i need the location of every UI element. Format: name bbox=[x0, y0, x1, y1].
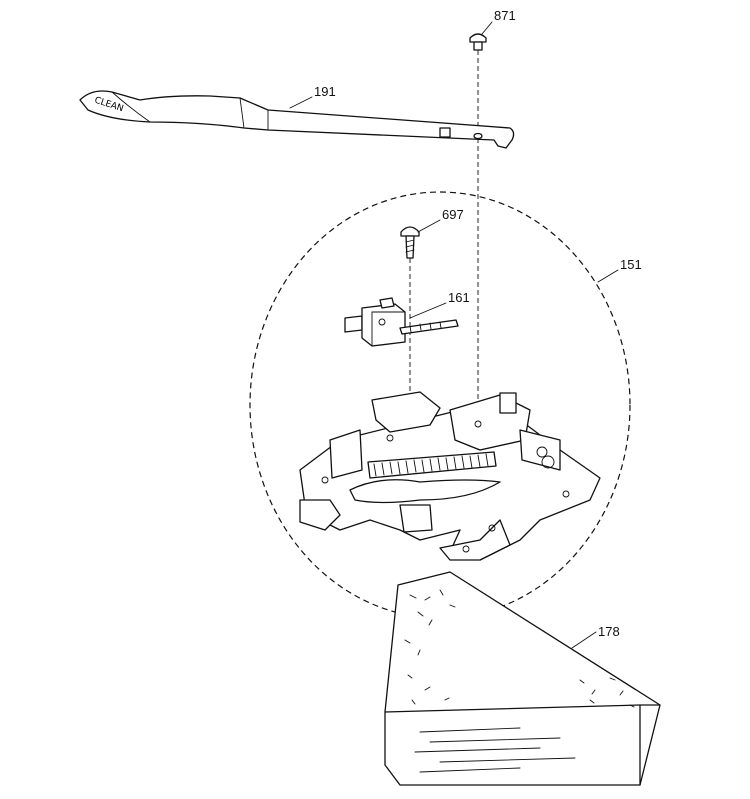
callout-191: 191 bbox=[314, 84, 336, 99]
callout-151: 151 bbox=[620, 257, 642, 272]
subassembly-151-outline bbox=[249, 191, 631, 619]
leader-191 bbox=[289, 96, 313, 109]
leader-697 bbox=[417, 219, 441, 233]
screw-871 bbox=[469, 33, 487, 51]
leader-161 bbox=[409, 302, 447, 319]
leader-151 bbox=[597, 269, 619, 283]
latch-assembly-151 bbox=[299, 391, 601, 561]
screw-697 bbox=[400, 226, 420, 259]
leader-178 bbox=[571, 631, 597, 649]
callout-871: 871 bbox=[494, 8, 516, 23]
leader-871 bbox=[481, 21, 493, 35]
callout-178: 178 bbox=[598, 624, 620, 639]
switch-161 bbox=[344, 297, 459, 347]
lever-191: CLEAN bbox=[79, 90, 515, 149]
insulation-block-178 bbox=[384, 571, 661, 786]
callout-697: 697 bbox=[442, 207, 464, 222]
callout-161: 161 bbox=[448, 290, 470, 305]
